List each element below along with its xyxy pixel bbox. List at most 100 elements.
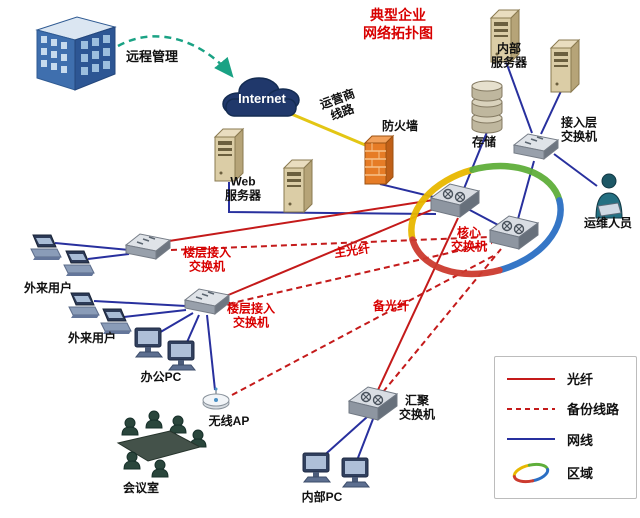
cloud-icon: [222, 77, 300, 117]
edge-storage-core: [462, 131, 488, 192]
label-core-switch: 核心 交换机: [450, 225, 488, 254]
pc-icon: [341, 457, 371, 488]
node-meeting-room: [108, 409, 208, 479]
edge-floor2-ap: [206, 314, 216, 391]
meeting-icon: [116, 410, 207, 478]
label-office-pc: 办公PC: [140, 369, 182, 384]
legend: 光纤备份线路网线区域: [494, 356, 637, 499]
label-internet: Internet: [238, 91, 286, 107]
pc-icon: [134, 327, 164, 358]
label-external-user-1: 外来用户: [23, 280, 73, 295]
laptop-icon: [68, 292, 100, 318]
node-internet-cloud: [216, 71, 308, 123]
node-floor-switch-1: [123, 231, 173, 263]
edge-internet-firewall: [288, 111, 371, 149]
legend-item-backup: 备份线路: [503, 399, 628, 418]
laptop-icon: [100, 308, 132, 334]
label-firewall: 防火墙: [381, 118, 419, 133]
coreswitch-icon: [488, 215, 540, 250]
label-floor-switch-2: 楼层接入 交换机: [226, 301, 276, 330]
node-core-switch-1: [427, 181, 483, 221]
server-icon: [282, 158, 314, 214]
edge-iserver2-access: [540, 88, 563, 135]
label-external-user-2: 外来用户: [67, 330, 117, 345]
core-zone-ring: [408, 162, 564, 278]
legend-item-zone: 区域: [503, 460, 628, 486]
legend-backup-line-icon: [503, 402, 559, 416]
edge-remote-internet: [117, 35, 234, 78]
server-icon: [489, 8, 521, 64]
node-laptop-1b: [59, 249, 95, 277]
edge-floor1-laptop1b: [87, 253, 130, 260]
legend-fiber-line-icon: [503, 372, 559, 386]
node-storage: [466, 78, 508, 134]
switch-icon: [512, 133, 560, 161]
label-wireless-ap: 无线AP: [208, 413, 250, 428]
edge-backup-core-floor2: [227, 242, 493, 305]
server-icon: [213, 127, 245, 183]
label-aggregation-switch: 汇聚 交换机: [398, 393, 436, 422]
title-line-2: 网络拓扑图: [363, 24, 433, 41]
node-core-switch-2: [486, 213, 542, 253]
label-floor-switch-1: 楼层接入 交换机: [182, 245, 232, 274]
coreswitch-icon: [347, 386, 399, 421]
legend-label-fiber: 光纤: [567, 372, 594, 387]
edge-floor2-laptop2a: [93, 300, 187, 307]
node-laptop-2a: [64, 291, 100, 319]
storage-icon: [471, 80, 503, 134]
label-meeting-room: 会议室: [122, 480, 160, 495]
diagram-title: 典型企业 网络拓扑图: [363, 7, 433, 42]
edge-core1-core2: [465, 207, 501, 227]
node-firewall: [360, 131, 396, 187]
node-laptop-1a: [26, 233, 62, 261]
edge-backup-core-floor1: [170, 236, 490, 251]
edge-fiber-core-floor2: [225, 207, 437, 297]
node-internal-server-1: [486, 6, 522, 64]
person-icon: [595, 173, 623, 219]
node-web-server-2: [279, 156, 315, 214]
edge-webservers-core: [228, 182, 437, 215]
node-floor-switch-2: [182, 286, 232, 318]
legend-label-backup: 备份线路: [567, 402, 620, 418]
label-storage: 存储: [471, 134, 497, 149]
edge-iserver1-access: [504, 58, 533, 134]
label-web-server: Web 服务器: [224, 174, 262, 203]
edge-ops-access: [553, 153, 598, 187]
firewall-icon: [363, 134, 395, 186]
node-ops-person: [589, 172, 629, 220]
laptop-icon: [63, 250, 95, 276]
switch-icon: [183, 288, 231, 316]
node-internal-pc-1: [300, 451, 334, 485]
edge-fiber-core-agg: [377, 217, 459, 391]
ap-icon: [202, 387, 230, 410]
pc-icon: [302, 452, 332, 483]
legend-label-lan: 网线: [567, 432, 594, 448]
label-internal-server: 内部 服务器: [490, 41, 528, 70]
node-aggregation-switch: [345, 384, 401, 424]
legend-item-fiber: 光纤: [503, 369, 628, 388]
node-internal-pc-2: [339, 456, 373, 490]
legend-zone-ring-icon: [503, 460, 559, 486]
label-ops-person: 运维人员: [583, 215, 633, 230]
node-web-server-1: [210, 125, 246, 183]
edge-floor2-laptop2b: [123, 309, 187, 318]
node-hq-building: [29, 10, 121, 94]
coreswitch-icon: [429, 183, 481, 218]
legend-lan-line-icon: [503, 432, 559, 446]
edge-agg-ipc2: [355, 418, 374, 464]
label-access-layer-switch: 接入层 交换机: [560, 115, 598, 144]
label-internal-pc: 内部PC: [301, 489, 343, 504]
server-icon: [549, 38, 581, 94]
node-internal-server-2: [546, 36, 582, 94]
node-laptop-2b: [96, 307, 132, 335]
node-access-layer-switch: [511, 131, 561, 163]
node-wireless-ap: [199, 386, 233, 412]
title-line-1: 典型企业: [370, 7, 426, 23]
edge-fiber-core-floor1: [168, 199, 434, 242]
node-office-pc-2: [165, 339, 199, 373]
legend-label-zone: 区域: [567, 466, 594, 482]
laptop-icon: [30, 234, 62, 260]
building-icon: [35, 16, 117, 91]
